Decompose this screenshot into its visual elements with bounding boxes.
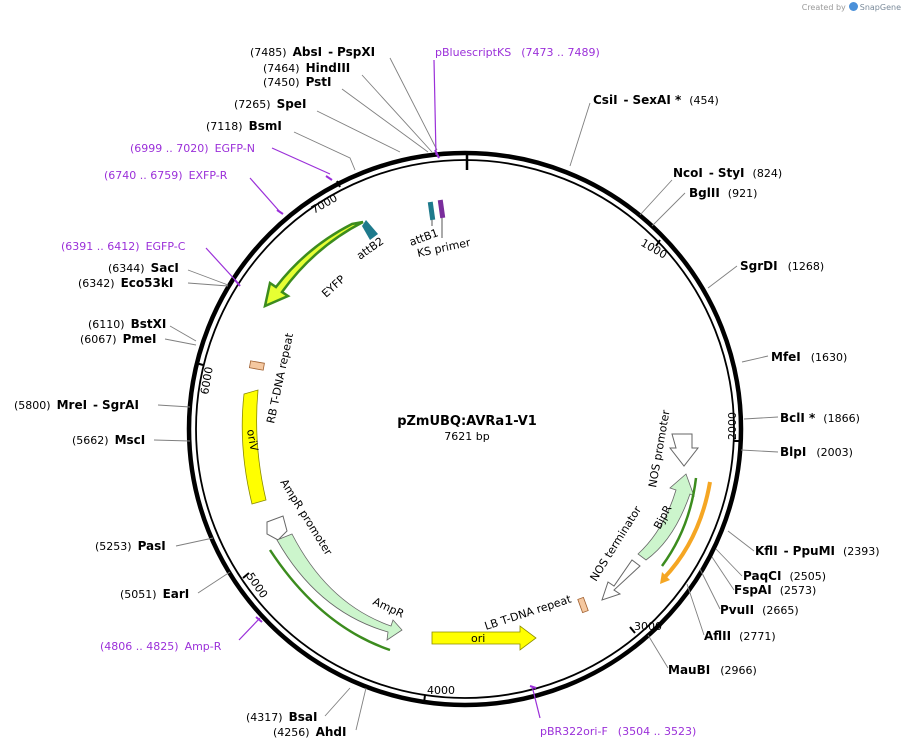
enzyme-hindiii[interactable]: (7464)HindIII bbox=[263, 61, 350, 75]
primer-amp-r[interactable]: (4806 .. 4825)Amp-R bbox=[100, 640, 222, 653]
branding: Created by SnapGene bbox=[802, 2, 901, 12]
nos-promoter-feature bbox=[668, 433, 700, 467]
orange-feature bbox=[662, 481, 712, 580]
enzyme-bstxi[interactable]: (6110)BstXI bbox=[88, 317, 166, 331]
enzyme-spei[interactable]: (7265)SpeI bbox=[234, 97, 306, 111]
lb-repeat-feature bbox=[577, 596, 589, 614]
tick-label-2000: 2000 bbox=[726, 412, 739, 440]
rb-repeat-feature bbox=[248, 360, 265, 371]
tick-5000 bbox=[242, 572, 250, 579]
enzyme-mfei[interactable]: MfeI(1630) bbox=[771, 350, 847, 364]
enzyme-bglii[interactable]: BglII(921) bbox=[689, 186, 757, 200]
tick-1000 bbox=[655, 239, 661, 247]
tick-label-4000: 4000 bbox=[427, 684, 455, 697]
enzyme-pvuii[interactable]: PvuII(2665) bbox=[720, 603, 799, 617]
enzyme-blpi[interactable]: BlpI(2003) bbox=[780, 445, 853, 459]
app-name: SnapGene bbox=[859, 3, 901, 12]
enzyme-csii[interactable]: CsiI-SexAI *(454) bbox=[593, 93, 719, 107]
ori-feature bbox=[431, 625, 537, 651]
tick-7000 bbox=[336, 180, 341, 188]
orange-feature-head bbox=[660, 572, 670, 584]
enzyme-eco53ki[interactable]: (6342)Eco53kI bbox=[78, 276, 173, 290]
nos-promoter-label: NOS promoter bbox=[646, 409, 673, 489]
primer-markers bbox=[234, 149, 537, 689]
enzyme-bsai[interactable]: (4317)BsaI bbox=[246, 710, 317, 724]
primer-labels: pBluescriptKS(7473 .. 7489) (6999 .. 702… bbox=[61, 46, 696, 738]
plasmid-name: pZmUBQ:AVRa1-V1 bbox=[397, 414, 537, 429]
primer-egfp-n[interactable]: (6999 .. 7020)EGFP-N bbox=[130, 142, 255, 155]
enzyme-pasi[interactable]: (5253)PasI bbox=[95, 539, 166, 553]
enzyme-leaders bbox=[153, 57, 779, 731]
rb-repeat-label: RB T-DNA repeat bbox=[264, 331, 296, 424]
enzyme-psti[interactable]: (7450)PstI bbox=[263, 75, 332, 89]
ks-primer-marker bbox=[437, 199, 446, 219]
ampr-label: AmpR bbox=[371, 595, 407, 621]
enzyme-saci[interactable]: (6344)SacI bbox=[108, 261, 179, 275]
tick-label-3000: 3000 bbox=[634, 620, 662, 633]
lb-repeat-label: LB T-DNA repeat bbox=[483, 592, 574, 633]
enzyme-maubi[interactable]: MauBI(2966) bbox=[668, 663, 757, 677]
primer-exfp-r[interactable]: (6740 .. 6759)EXFP-R bbox=[104, 169, 228, 182]
tick-6000 bbox=[195, 362, 204, 366]
enzyme-ahdi[interactable]: (4256)AhdI bbox=[273, 725, 346, 739]
enzyme-aflii[interactable]: AflII(2771) bbox=[704, 629, 776, 643]
enzyme-eari[interactable]: (5051)EarI bbox=[120, 587, 189, 601]
enzyme-mrei[interactable]: (5800)MreI-SgrAI bbox=[14, 398, 139, 412]
backbone-ticks bbox=[195, 154, 741, 704]
tick-3000 bbox=[629, 626, 636, 634]
center-label: pZmUBQ:AVRa1-V1 7621 bp bbox=[397, 414, 537, 443]
enzyme-fspai[interactable]: FspAI(2573) bbox=[734, 583, 816, 597]
enzyme-absi[interactable]: (7485)AbsI-PspXI bbox=[250, 45, 375, 59]
primer-leaders bbox=[205, 59, 541, 719]
enzyme-pmei[interactable]: (6067)PmeI bbox=[80, 332, 156, 346]
primer-pbluescriptks[interactable]: pBluescriptKS(7473 .. 7489) bbox=[435, 46, 600, 59]
ampr-promoter-feature bbox=[266, 515, 288, 541]
tick-label-7000: 7000 bbox=[309, 191, 340, 216]
bjpr-primer-bar bbox=[660, 477, 698, 567]
enzyme-sgrdi[interactable]: SgrDI(1268) bbox=[740, 259, 824, 273]
oriv-feature bbox=[241, 389, 267, 505]
snapgene-logo-icon bbox=[848, 2, 858, 11]
primer-egfp-c[interactable]: (6391 .. 6412)EGFP-C bbox=[61, 240, 186, 253]
enzyme-msci[interactable]: (5662)MscI bbox=[72, 433, 145, 447]
primer-pbr322ori-f[interactable]: pBR322ori-F(3504 .. 3523) bbox=[540, 725, 696, 738]
created-by-text: Created by bbox=[801, 3, 846, 12]
nos-terminator-feature bbox=[601, 559, 641, 601]
ampr-primer-bar bbox=[268, 549, 391, 652]
enzyme-ncoi[interactable]: NcoI-StyI(824) bbox=[673, 166, 782, 180]
enzyme-bsmi[interactable]: (7118)BsmI bbox=[206, 119, 282, 133]
attb1-marker bbox=[427, 201, 436, 221]
oriv-label: oriV bbox=[244, 428, 261, 452]
attb2-feature bbox=[362, 220, 378, 240]
tick-label-6000: 6000 bbox=[198, 366, 216, 396]
ori-label: ori bbox=[471, 632, 485, 645]
enzyme-bcli[interactable]: BclI *(1866) bbox=[780, 411, 860, 425]
enzyme-labels: (7485)AbsI-PspXI (7464)HindIII (7450)Pst… bbox=[14, 45, 880, 739]
tick-4000 bbox=[423, 694, 426, 704]
enzyme-kfli[interactable]: KflI-PpuMI(2393) bbox=[755, 544, 880, 558]
enzyme-paqci[interactable]: PaqCI(2505) bbox=[743, 569, 826, 583]
nos-terminator-label: NOS terminator bbox=[588, 504, 645, 584]
plasmid-length: 7621 bp bbox=[444, 430, 489, 443]
bjpr-feature bbox=[637, 473, 695, 561]
eyfp-label: EYFP bbox=[319, 273, 348, 301]
ampr-feature bbox=[276, 533, 403, 641]
backbone bbox=[186, 150, 744, 708]
eyfp-feature bbox=[263, 220, 364, 309]
